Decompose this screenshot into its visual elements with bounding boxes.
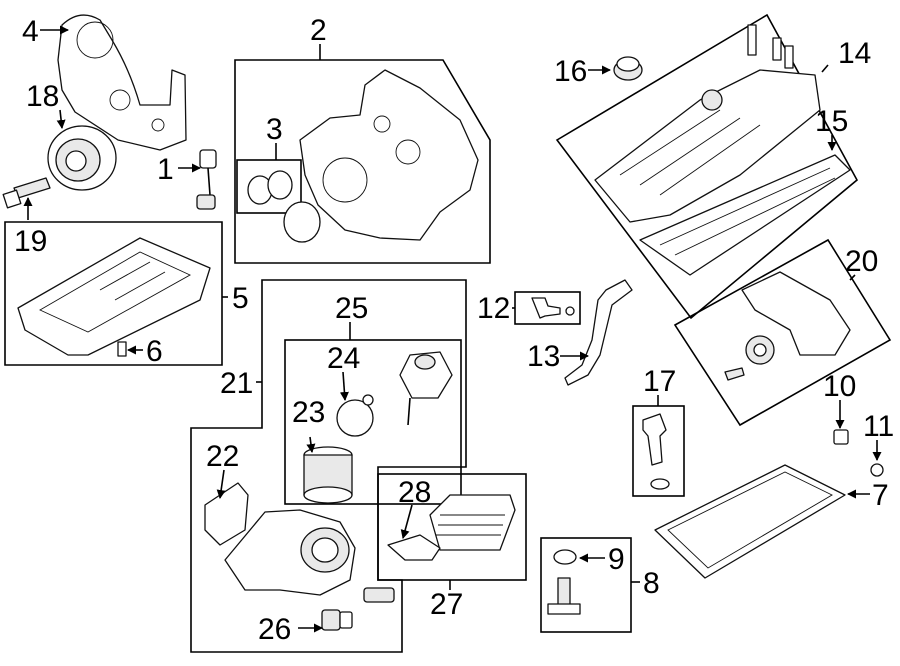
callout-28: 28: [398, 476, 431, 509]
filter-o-ring: [336, 399, 374, 437]
oil-cooler-gasket: [387, 534, 441, 561]
o-ring-part-9: [553, 549, 577, 565]
group-box-oil-level-sensor: [540, 537, 632, 633]
callout-18: 18: [26, 80, 59, 113]
plug-part-12: [531, 297, 575, 319]
callout-21: 21: [220, 367, 253, 400]
sensor-part-26: [321, 587, 395, 631]
oil-filter-cap: [399, 351, 453, 426]
callout-13: 13: [527, 340, 560, 373]
group-box-part-3: [236, 159, 302, 214]
pulley-bolt: [2, 177, 51, 209]
callout-11: 11: [863, 410, 894, 443]
callout-10: 10: [823, 370, 856, 403]
bolt-part-10: [833, 429, 849, 445]
callout-3: 3: [266, 113, 283, 146]
timing-chain-cover: [299, 69, 479, 241]
group-box-valve-cover: [555, 13, 859, 320]
oil-filter-housing: [224, 509, 356, 596]
oil-pressure-sensor: [642, 413, 670, 490]
crankshaft-pulley: [47, 125, 117, 191]
callout-22: 22: [206, 440, 239, 473]
front-seal: [247, 170, 321, 243]
callout-12: 12: [477, 292, 510, 325]
callout-4: 4: [22, 15, 39, 48]
callout-15: 15: [815, 105, 848, 138]
callout-17: 17: [643, 365, 676, 398]
oil-level-sensor: [547, 577, 581, 615]
oil-pump: [724, 271, 851, 381]
callout-23: 23: [292, 396, 325, 429]
callout-5: 5: [232, 282, 249, 315]
callout-25: 25: [335, 292, 368, 325]
washer-part-11: [870, 463, 884, 477]
callout-16: 16: [554, 55, 587, 88]
valve-cover: [594, 24, 821, 223]
filter-housing-gasket: [204, 482, 249, 546]
oil-cooler: [429, 494, 516, 551]
callout-2: 2: [310, 14, 327, 47]
callout-20: 20: [845, 245, 878, 278]
group-box-oil-pump: [673, 238, 892, 427]
group-box-oil-pan: [4, 221, 223, 366]
group-box-timing-cover: [234, 59, 491, 264]
oil-tube: [564, 279, 633, 386]
callout-6: 6: [146, 335, 163, 368]
drain-bolt: [117, 341, 127, 357]
oil-pan: [17, 237, 211, 356]
crank-sensor: [196, 149, 217, 210]
small-o-ring: [362, 394, 374, 406]
callout-8: 8: [643, 567, 660, 600]
front-cover-gasket: [57, 14, 187, 151]
callout-1: 1: [157, 153, 174, 186]
callout-26: 26: [258, 613, 291, 646]
oil-pan-gasket: [654, 464, 846, 579]
callout-24: 24: [327, 342, 360, 375]
callout-labels: 1 2 3 4 5 6 7 8 9 10 11 12 13 14 15 16 1…: [14, 14, 894, 646]
group-box-oil-filter: [284, 339, 462, 505]
oil-filter-element: [303, 446, 353, 504]
callout-9: 9: [608, 543, 625, 576]
valve-cover-gasket: [639, 154, 851, 276]
leader-lines: [23, 25, 882, 633]
callout-7: 7: [872, 479, 889, 512]
group-box-oil-cooler: [377, 473, 527, 581]
oil-filler-cap: [613, 56, 643, 81]
callout-19: 19: [14, 225, 47, 258]
callout-27: 27: [430, 588, 463, 621]
callout-14: 14: [838, 37, 871, 70]
